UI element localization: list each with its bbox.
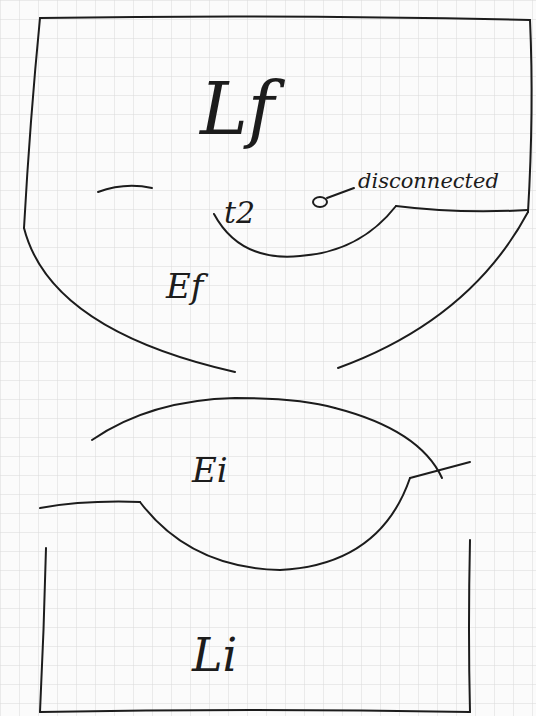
ei-bottom-boundary bbox=[140, 478, 410, 570]
leader-line bbox=[327, 188, 354, 198]
bottom-edge bbox=[40, 710, 470, 712]
ei-top-boundary bbox=[335, 408, 442, 478]
outline-strokes bbox=[24, 16, 532, 712]
right-edge-bottom bbox=[469, 540, 470, 712]
left-edge-top bbox=[24, 18, 40, 228]
boundary-stroke bbox=[98, 186, 152, 192]
left-edge-bottom bbox=[40, 548, 46, 712]
region-label: Ef bbox=[166, 268, 203, 305]
marker-loop bbox=[313, 197, 327, 207]
top-edge bbox=[40, 16, 530, 20]
ef-left-boundary bbox=[24, 228, 235, 372]
boundary-stroke bbox=[396, 206, 528, 211]
region-label: Lf bbox=[200, 70, 274, 149]
boundary-stroke bbox=[410, 462, 470, 478]
ef-right-boundary bbox=[338, 212, 528, 368]
region-label: Ei bbox=[192, 452, 228, 489]
note-label: disconnected bbox=[358, 170, 499, 193]
region-label: Li bbox=[192, 630, 237, 681]
boundary-stroke bbox=[40, 502, 140, 508]
right-edge-top bbox=[528, 20, 532, 212]
surface-label: t2 bbox=[224, 196, 255, 229]
ei-top-boundary bbox=[92, 398, 335, 440]
